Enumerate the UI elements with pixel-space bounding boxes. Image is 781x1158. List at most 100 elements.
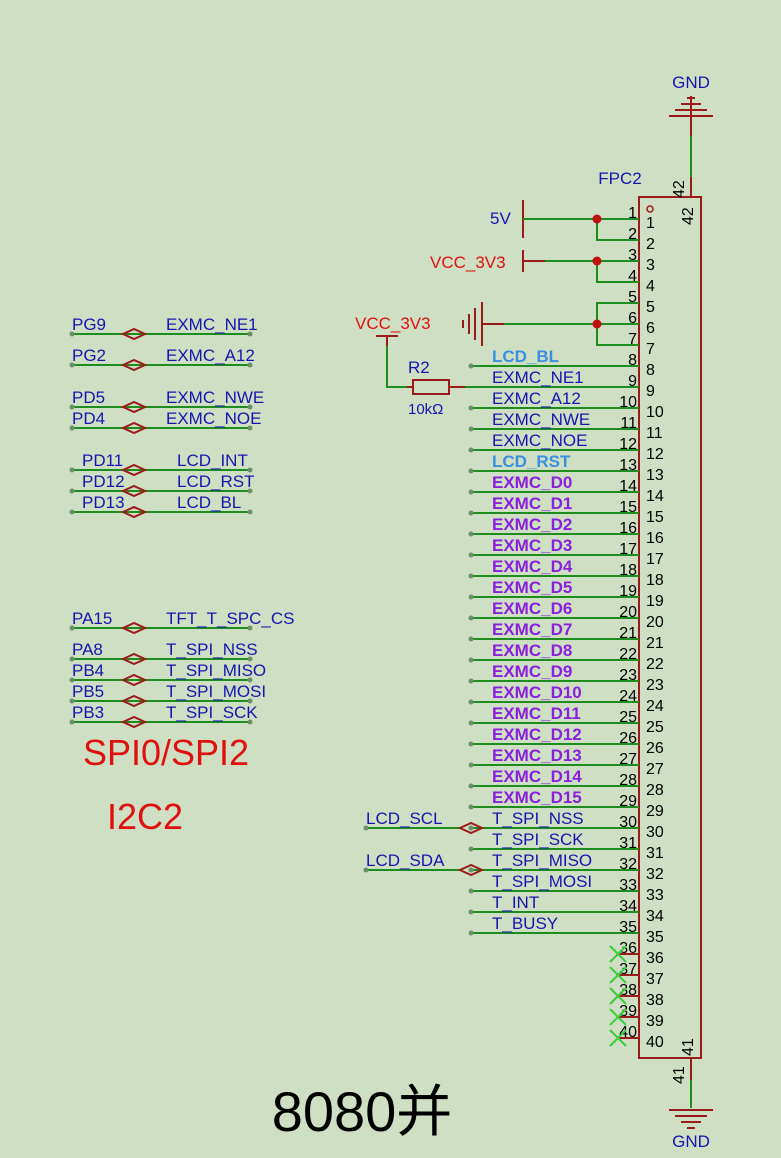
pin-net: EXMC_A12	[468, 389, 639, 411]
net-end-dot	[468, 405, 474, 411]
net-label: EXMC_D5	[492, 578, 572, 597]
net-end-dot	[468, 825, 474, 831]
pin-net: EXMC_D3	[468, 536, 639, 558]
pin-number-inner: 30	[619, 814, 637, 831]
junction-dot	[592, 214, 602, 224]
pin-number-outer: 40	[646, 1034, 664, 1051]
label-end-dot	[69, 719, 75, 725]
pin-net: T_INT	[468, 893, 639, 915]
pin-number-inner: 8	[628, 352, 637, 369]
pin-net: T_SPI_MOSI	[468, 872, 639, 894]
pin-number-outer: 36	[646, 950, 664, 967]
nc-cross	[609, 1008, 627, 1026]
pin-number-outer: 33	[646, 887, 664, 904]
label-pin-name: PD12	[82, 472, 125, 491]
junction-dot	[592, 319, 602, 329]
label-pin-name: PB4	[72, 661, 104, 680]
net-label: EXMC_NWE	[492, 410, 590, 429]
connector-diamond	[120, 421, 148, 435]
pin-number-inner: 28	[619, 772, 637, 789]
fpc2-connector: FPC2 42 42 41 41 12345678910111213141516…	[598, 169, 702, 1084]
net-label: EXMC_NOE	[492, 431, 587, 450]
net-label: EXMC_D3	[492, 536, 572, 555]
label-end-dot	[69, 425, 75, 431]
label-pin-name: PD13	[82, 493, 125, 512]
nc-cross	[609, 945, 627, 963]
label-net-name: TFT_T_SPC_CS	[166, 609, 294, 628]
pin-number-outer: 21	[646, 635, 664, 652]
pin-net: EXMC_D2	[468, 515, 639, 537]
pin-number-outer: 15	[646, 509, 664, 526]
pin-number-outer: 4	[646, 278, 655, 295]
net-end-dot	[468, 783, 474, 789]
pin-number-outer: 2	[646, 236, 655, 253]
label-pin-name: PD4	[72, 409, 105, 428]
pin-net: LCD_BL	[468, 347, 639, 369]
gnd-top-label: GND	[672, 73, 710, 92]
label-end-dot	[69, 698, 75, 704]
pin-number-inner: 16	[619, 520, 637, 537]
label-end-dot	[247, 467, 253, 473]
i2c-links: LCD_SCL LCD_SDA	[363, 809, 485, 877]
pin-number-outer: 7	[646, 341, 655, 358]
label-pin-name: PA8	[72, 640, 103, 659]
label-end-dot	[69, 656, 75, 662]
net-label: EXMC_D10	[492, 683, 582, 702]
mode-title: 8080并	[272, 1080, 453, 1143]
pin-number-inner: 36	[619, 940, 637, 957]
nc-marker	[609, 1029, 639, 1047]
net-label: LCD_BL	[492, 347, 559, 366]
label-end-dot	[247, 404, 253, 410]
i2c-label: LCD_SCL	[366, 809, 443, 828]
label-pin-name: PG9	[72, 315, 106, 334]
pin-number-outer: 24	[646, 698, 664, 715]
pin-number-inner: 3	[628, 247, 637, 264]
connector-diamond	[120, 327, 148, 341]
label-end-dot	[247, 625, 253, 631]
pin-net: T_SPI_NSS	[468, 809, 639, 831]
label-end-dot	[69, 467, 75, 473]
pin-number-outer: 19	[646, 593, 664, 610]
i2c-label: LCD_SDA	[366, 851, 445, 870]
net-label: EXMC_D12	[492, 725, 582, 744]
net-label: EXMC_D1	[492, 494, 572, 513]
net-end-dot	[468, 741, 474, 747]
pin-net: EXMC_NE1	[492, 368, 584, 387]
net-end-dot	[468, 468, 474, 474]
label-pin-name: PD11	[82, 451, 123, 470]
pin-number-inner: 20	[619, 604, 637, 621]
pin-number-inner: 2	[628, 226, 637, 243]
net-end-dot	[468, 930, 474, 936]
power-5v: 5V	[490, 200, 639, 241]
label-pin-name: PD5	[72, 388, 105, 407]
label-end-dot	[69, 625, 75, 631]
pin-number-outer: 1	[646, 215, 655, 232]
net-label: T_BUSY	[492, 914, 558, 933]
nc-cross	[609, 987, 627, 1005]
pin-number-inner: 38	[619, 982, 637, 999]
pin-number-outer: 3	[646, 257, 655, 274]
no-connect-markers	[609, 945, 639, 1047]
pin-42-outer: 42	[671, 180, 688, 198]
pin-number-outer: 29	[646, 803, 664, 820]
pin-net: LCD_RST	[468, 452, 639, 474]
label-pin-name: PG2	[72, 346, 106, 365]
connector-diamond	[120, 694, 148, 708]
label-end-dot	[69, 404, 75, 410]
pin-number-outer: 27	[646, 761, 664, 778]
connector-diamond	[120, 621, 148, 635]
pin-net: T_BUSY	[468, 914, 639, 936]
pin-number-outer: 26	[646, 740, 664, 757]
net-end-dot	[468, 867, 474, 873]
net-label: LCD_RST	[492, 452, 571, 471]
pin-number-inner: 40	[619, 1024, 637, 1041]
i2c-end-dot	[363, 825, 369, 831]
nc-marker	[609, 987, 639, 1005]
label-pin-name: PB5	[72, 682, 104, 701]
label-end-dot	[247, 425, 253, 431]
